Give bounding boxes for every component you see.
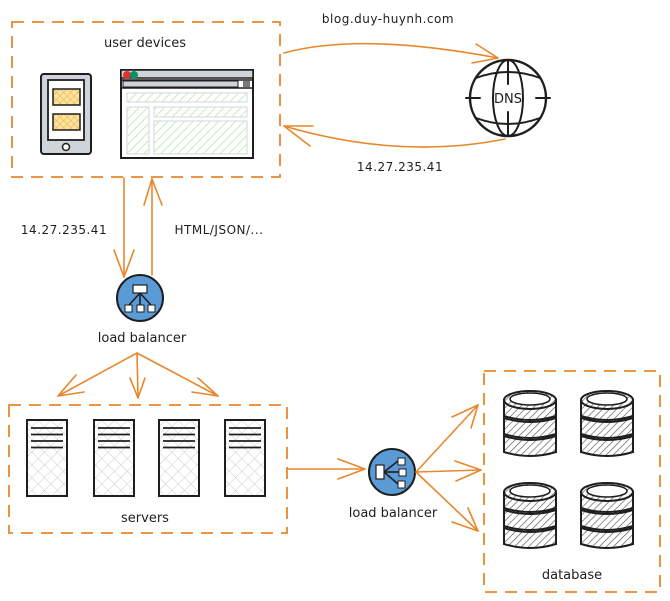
dns-label: DNS <box>494 92 522 107</box>
edge-label-lb-ip: 14.27.235.41 <box>21 223 107 237</box>
edge-label-domain: blog.duy-huynh.com <box>322 12 454 26</box>
window-maximize-dot <box>130 71 138 79</box>
dns-node: DNS <box>465 58 551 138</box>
database-cylinder-list <box>503 390 634 549</box>
browser-window-icon <box>120 69 254 159</box>
tablet-icon <box>40 73 92 155</box>
load-balancer-icon <box>368 448 416 496</box>
load-balancer-bottom: load balancer <box>349 448 438 521</box>
database-cylinder-icon <box>503 390 557 457</box>
user-devices-box <box>11 21 281 178</box>
edge-servers-to-lb <box>287 458 366 480</box>
edge-dns-to-devices: 14.27.235.41 <box>283 125 506 174</box>
edge-label-response: HTML/JSON/... <box>175 223 264 237</box>
database-cylinder-icon <box>580 482 634 549</box>
edge-lb-to-database <box>415 404 482 532</box>
edge-lb-to-devices: HTML/JSON/... <box>143 178 264 276</box>
edge-devices-to-dns: blog.duy-huynh.com <box>283 12 499 64</box>
user-devices-label: user devices <box>104 36 186 51</box>
database-cylinder-icon <box>503 482 557 549</box>
edge-lb-to-servers <box>57 352 219 399</box>
server-icon <box>26 419 68 497</box>
servers-box <box>8 404 288 534</box>
servers-group: servers <box>8 404 288 534</box>
load-balancer-top-label: load balancer <box>98 331 187 346</box>
menu-icon <box>243 81 250 87</box>
server-icon <box>93 419 135 497</box>
user-devices-group: user devices <box>11 21 281 178</box>
edge-devices-to-lb: 14.27.235.41 <box>21 177 135 278</box>
window-close-dot <box>123 71 131 79</box>
database-box <box>483 370 661 593</box>
server-rack-list <box>26 419 266 497</box>
globe-icon <box>465 58 551 138</box>
load-balancer-top: load balancer <box>98 274 187 346</box>
database-label: database <box>542 568 602 583</box>
edge-label-dns-ip: 14.27.235.41 <box>357 160 443 174</box>
servers-label: servers <box>121 511 169 526</box>
server-icon <box>158 419 200 497</box>
database-cylinder-icon <box>580 390 634 457</box>
load-balancer-bottom-label: load balancer <box>349 506 438 521</box>
load-balancer-icon <box>116 274 164 322</box>
server-icon <box>224 419 266 497</box>
database-group: database <box>483 370 661 593</box>
